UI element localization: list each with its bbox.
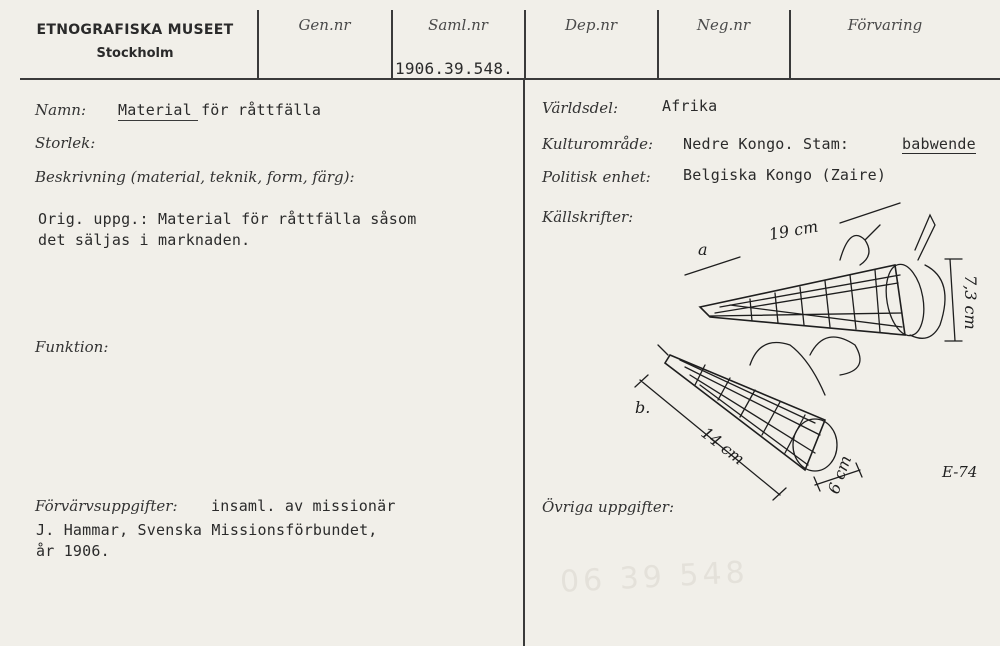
kultur-label: Kulturområde: (542, 135, 654, 153)
varldsdel-value: Afrika (662, 97, 718, 115)
sketch-dim-14: 14 cm (698, 423, 749, 468)
artist-mark: E-74 (941, 463, 977, 481)
kallskrifter-label: Källskrifter: (542, 208, 634, 226)
storlek-label: Storlek: (35, 134, 96, 152)
sketch-dim-19: 19 cm (767, 217, 819, 244)
beskrivning-value: Orig. uppg.: Material för råttfälla såso… (38, 210, 417, 249)
ovriga-label: Övriga uppgifter: (542, 498, 674, 516)
sketch-dim-6: 6 cm (824, 453, 855, 497)
sketch-label-a: a (698, 240, 708, 259)
header-divider (657, 10, 659, 78)
namn-label: Namn: (35, 101, 87, 119)
header-divider (789, 10, 791, 78)
politisk-value: Belgiska Kongo (Zaire) (683, 166, 887, 184)
forvarv-label: Förvärvsuppgifter: (35, 497, 178, 515)
forvarv-value-2: J. Hammar, Svenska Missionsförbundet, år… (36, 521, 378, 560)
center-divider (523, 78, 525, 646)
column-forvaring: Förvaring (847, 16, 923, 34)
kultur-stam: babwende (902, 135, 976, 154)
header-divider (524, 10, 526, 78)
header-rule (20, 78, 1000, 80)
varldsdel-label: Världsdel: (542, 99, 618, 117)
column-neg-nr: Neg.nr (696, 16, 751, 34)
faint-stamp: 06 39 548 (559, 555, 750, 600)
header-divider (391, 10, 393, 78)
funktion-label: Funktion: (35, 338, 109, 356)
beskrivning-label: Beskrivning (material, teknik, form, fär… (35, 168, 355, 186)
namn-value: Material för råttfälla (118, 101, 322, 119)
museum-name: ETNOGRAFISKA MUSEET (36, 22, 234, 38)
column-gen-nr: Gen.nr (298, 16, 351, 34)
header-divider (257, 10, 259, 78)
museum-city: Stockholm (96, 46, 174, 61)
column-saml-nr: Saml.nr (428, 16, 488, 34)
rat-trap-sketch: a 19 cm 7,3 cm b. 14 cm 6 cm E-74 (634, 202, 980, 501)
column-dep-nr: Dep.nr (564, 16, 618, 34)
politisk-label: Politisk enhet: (542, 168, 651, 186)
saml-nr-value: 1906.39.548. (395, 59, 513, 78)
kultur-value: Nedre Kongo. Stam: (683, 135, 850, 153)
sketch-label-b: b. (635, 398, 650, 417)
forvarv-value-1: insaml. av missionär (211, 497, 396, 515)
sketch-dim-7: 7,3 cm (961, 275, 980, 330)
namn-underline (118, 120, 198, 121)
